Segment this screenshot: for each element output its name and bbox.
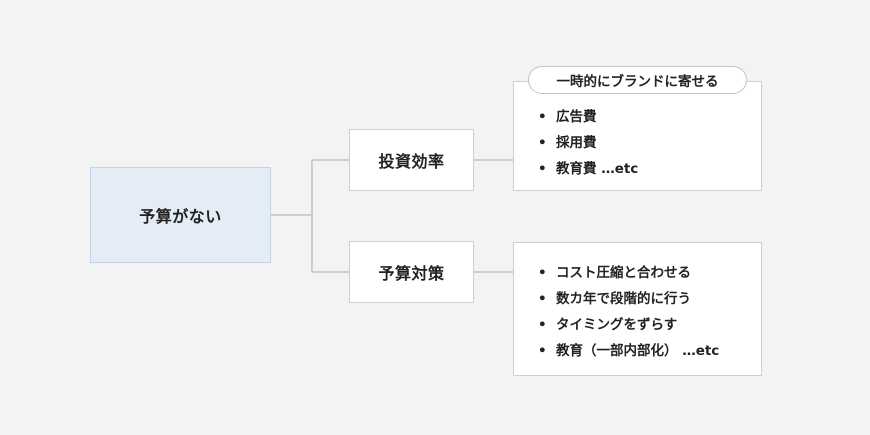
detail-list: • 広告費 • 採用費 • 教育費 …etc — [538, 104, 638, 182]
list-item-text: 教育費 …etc — [556, 161, 639, 177]
list-item-text: 教育（一部内部化） …etc — [556, 343, 720, 359]
bullet-icon: • — [538, 317, 547, 333]
list-item: • コスト圧縮と合わせる — [538, 260, 719, 286]
root-node-no-budget: 予算がない — [90, 167, 271, 263]
detail-list: • コスト圧縮と合わせる • 数カ年で段階的に行う • タイミングをずらす • 教育（一… — [538, 260, 719, 364]
list-item: • 教育（一部内部化） …etc — [538, 338, 719, 364]
bullet-icon: • — [538, 265, 547, 281]
detail-box-investment: • 広告費 • 採用費 • 教育費 …etc — [513, 81, 762, 191]
list-item: • 広告費 — [538, 104, 638, 130]
branch-node-investment-efficiency: 投資効率 — [349, 129, 474, 191]
list-item-text: 広告費 — [556, 109, 597, 125]
branch-node-label: 投資効率 — [378, 152, 445, 171]
list-item-text: 数カ年で段階的に行う — [556, 291, 691, 307]
list-item-text: タイミングをずらす — [556, 317, 678, 333]
bullet-icon: • — [538, 109, 547, 125]
bullet-icon: • — [538, 343, 547, 359]
list-item: • 採用費 — [538, 130, 638, 156]
list-item-text: コスト圧縮と合わせる — [556, 265, 691, 281]
list-item: • タイミングをずらす — [538, 312, 719, 338]
bullet-icon: • — [538, 161, 547, 177]
list-item: • 数カ年で段階的に行う — [538, 286, 719, 312]
list-item-text: 採用費 — [556, 135, 597, 151]
bullet-icon: • — [538, 291, 547, 307]
branch-node-label: 予算対策 — [378, 264, 445, 283]
callout-brand-focus: 一時的にブランドに寄せる — [528, 66, 747, 94]
branch-node-budget-measures: 予算対策 — [349, 241, 474, 303]
detail-box-budget-measures: • コスト圧縮と合わせる • 数カ年で段階的に行う • タイミングをずらす • 教育（一… — [513, 242, 762, 376]
bullet-icon: • — [538, 135, 547, 151]
root-node-label: 予算がない — [139, 207, 222, 226]
callout-label: 一時的にブランドに寄せる — [556, 74, 719, 90]
list-item: • 教育費 …etc — [538, 156, 638, 182]
